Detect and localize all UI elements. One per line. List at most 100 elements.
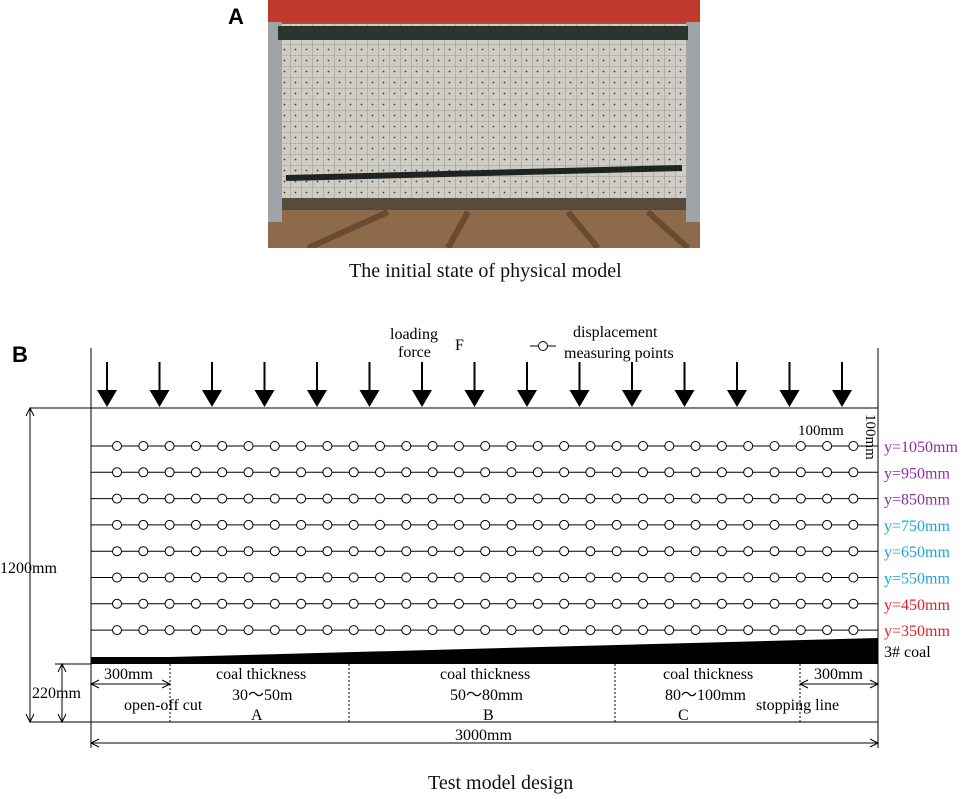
measuring-point bbox=[480, 625, 491, 636]
loading-arrow bbox=[832, 362, 852, 407]
measuring-point bbox=[217, 493, 228, 504]
measuring-point bbox=[848, 625, 859, 636]
measuring-point bbox=[480, 467, 491, 478]
measuring-point bbox=[401, 519, 412, 530]
measuring-point bbox=[690, 493, 701, 504]
measuring-point bbox=[559, 625, 570, 636]
measuring-point bbox=[138, 546, 149, 557]
row-height-label: y=350mm bbox=[884, 623, 950, 640]
measuring-point bbox=[296, 519, 307, 530]
measuring-point bbox=[743, 441, 754, 451]
legend-measuring-point-icon bbox=[530, 341, 556, 351]
measuring-point bbox=[243, 625, 254, 636]
measuring-point bbox=[716, 493, 727, 504]
legend-loading-line2: force bbox=[398, 344, 431, 361]
measuring-point bbox=[822, 467, 833, 478]
panel-b-label: B bbox=[12, 342, 28, 367]
measuring-point bbox=[716, 572, 727, 583]
measuring-point bbox=[401, 598, 412, 609]
measuring-point bbox=[769, 572, 780, 583]
loading-arrow bbox=[97, 362, 117, 407]
measuring-point bbox=[559, 441, 570, 451]
measuring-point bbox=[769, 441, 780, 451]
measuring-point bbox=[638, 546, 648, 557]
measuring-point bbox=[532, 467, 543, 478]
measuring-point bbox=[296, 441, 307, 451]
measuring-point bbox=[690, 519, 701, 530]
measuring-row: y=650mm bbox=[91, 544, 950, 561]
measuring-point bbox=[690, 598, 701, 609]
measuring-point bbox=[822, 546, 833, 557]
measuring-point bbox=[664, 546, 675, 557]
measuring-point bbox=[322, 546, 333, 557]
measuring-point bbox=[532, 493, 543, 504]
measuring-point bbox=[848, 572, 859, 583]
zone-b-title: coal thickness bbox=[440, 666, 530, 683]
measuring-point bbox=[375, 572, 385, 583]
coal-seam-wedge bbox=[91, 638, 878, 664]
loading-force-arrows bbox=[97, 362, 852, 407]
measuring-point bbox=[559, 598, 570, 609]
measuring-point bbox=[611, 546, 622, 557]
measuring-point bbox=[296, 598, 307, 609]
measuring-point bbox=[375, 546, 385, 557]
measuring-point bbox=[716, 598, 727, 609]
measuring-point bbox=[269, 493, 280, 504]
measuring-point bbox=[243, 519, 254, 530]
measuring-point bbox=[585, 467, 596, 478]
measuring-point bbox=[506, 519, 517, 530]
photo-wood-braces bbox=[306, 209, 691, 248]
measuring-point bbox=[743, 519, 754, 530]
loading-arrow bbox=[359, 362, 380, 407]
measuring-point bbox=[848, 519, 859, 530]
measuring-point bbox=[112, 546, 122, 557]
measuring-point bbox=[112, 441, 122, 451]
measuring-point bbox=[427, 519, 438, 530]
row-height-label: y=850mm bbox=[884, 492, 950, 509]
measuring-point bbox=[453, 441, 464, 451]
measuring-row: y=1050mm bbox=[91, 439, 958, 456]
measuring-point bbox=[453, 598, 464, 609]
zone-a-range: 30～50m bbox=[232, 687, 293, 704]
measuring-point bbox=[611, 598, 622, 609]
zone-a-name: A bbox=[251, 707, 263, 724]
width-dimension-arrows bbox=[89, 738, 880, 748]
measuring-point bbox=[664, 572, 675, 583]
measuring-point bbox=[532, 519, 543, 530]
row-height-label: y=950mm bbox=[884, 465, 950, 482]
panel-a-caption: The initial state of physical model bbox=[349, 260, 622, 282]
measuring-point bbox=[296, 493, 307, 504]
measuring-point bbox=[559, 467, 570, 478]
measuring-point bbox=[322, 598, 333, 609]
measuring-point bbox=[795, 598, 806, 609]
measuring-point bbox=[716, 625, 727, 636]
measuring-point bbox=[769, 493, 780, 504]
measuring-point bbox=[532, 546, 543, 557]
height-bottom-arrows bbox=[57, 662, 67, 724]
measuring-point bbox=[532, 625, 543, 636]
measuring-point bbox=[822, 519, 833, 530]
measuring-point bbox=[506, 546, 517, 557]
measuring-point bbox=[375, 519, 385, 530]
measuring-point bbox=[848, 467, 859, 478]
measuring-point bbox=[190, 546, 201, 557]
measuring-point bbox=[348, 598, 359, 609]
measuring-point bbox=[427, 467, 438, 478]
measuring-point bbox=[690, 467, 701, 478]
width-total-label: 3000mm bbox=[455, 727, 512, 744]
measuring-point bbox=[769, 598, 780, 609]
measuring-point bbox=[532, 598, 543, 609]
measuring-point bbox=[664, 441, 675, 451]
measuring-point bbox=[112, 519, 122, 530]
photo-top-beam bbox=[278, 26, 688, 40]
panel-b-caption: Test model design bbox=[428, 772, 574, 794]
height-total-label: 1200mm bbox=[0, 560, 57, 577]
measuring-point bbox=[348, 441, 359, 451]
measuring-point bbox=[269, 598, 280, 609]
measuring-point bbox=[453, 546, 464, 557]
photo-right-column bbox=[686, 22, 700, 222]
measuring-point bbox=[480, 441, 491, 451]
measuring-row: y=450mm bbox=[91, 597, 950, 614]
legend-force-symbol: F bbox=[455, 337, 464, 354]
